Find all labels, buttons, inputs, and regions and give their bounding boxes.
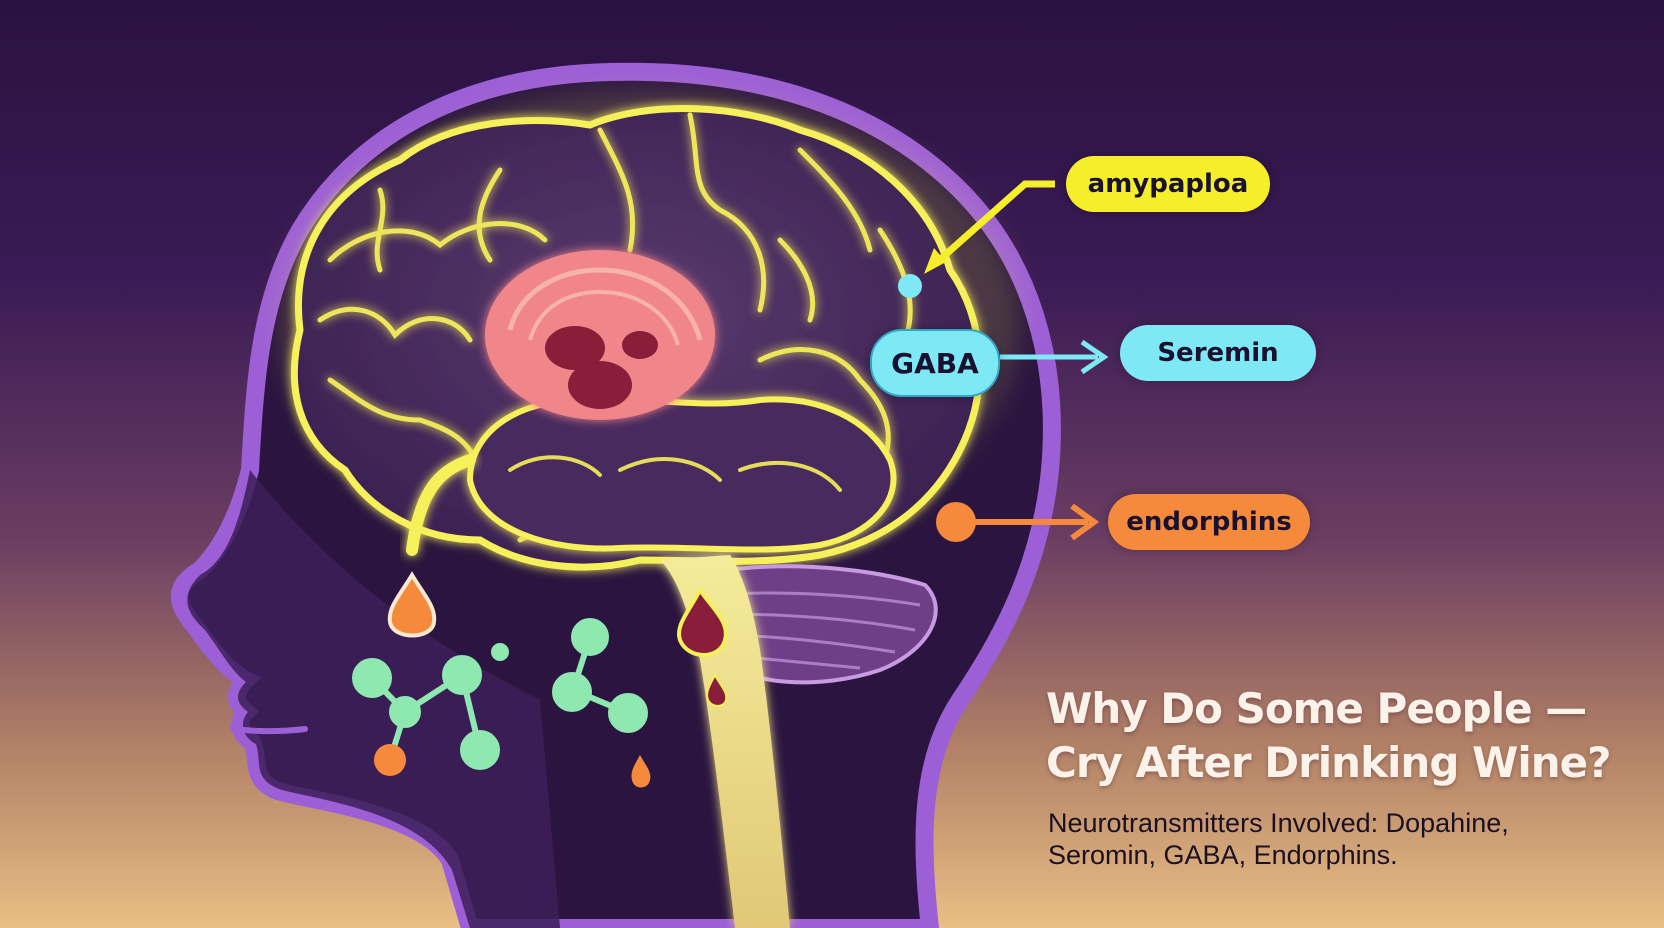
limbic-system	[485, 250, 715, 420]
label-gaba: GABA	[870, 329, 1000, 397]
label-serotonin: Seremin	[1120, 325, 1316, 381]
tear-drop-icon	[387, 571, 437, 638]
lips-icon	[229, 725, 308, 735]
temporal-lobe	[466, 395, 897, 553]
label-endorphins: endorphins	[1108, 494, 1310, 550]
title-line-2: Cry After Drinking Wine?	[1046, 738, 1611, 787]
amygdala-marker	[898, 274, 922, 298]
brain-stem	[660, 555, 790, 928]
drop-icon	[677, 586, 728, 657]
title-line-1: Why Do Some People —	[1046, 684, 1587, 733]
drop-icon	[706, 672, 728, 707]
tear-drop-icon	[631, 755, 651, 788]
endorphins-marker	[936, 502, 976, 542]
face-shading	[187, 470, 560, 928]
subtitle-line-1: Neurotransmitters Involved: Dopahine,	[1048, 808, 1509, 838]
molecule-icon	[352, 643, 509, 770]
molecule-icon	[552, 618, 648, 733]
label-amygdala: amypaploa	[1066, 156, 1270, 212]
subtitle-line-2: Seromin, GABA, Endorphins.	[1048, 840, 1398, 870]
